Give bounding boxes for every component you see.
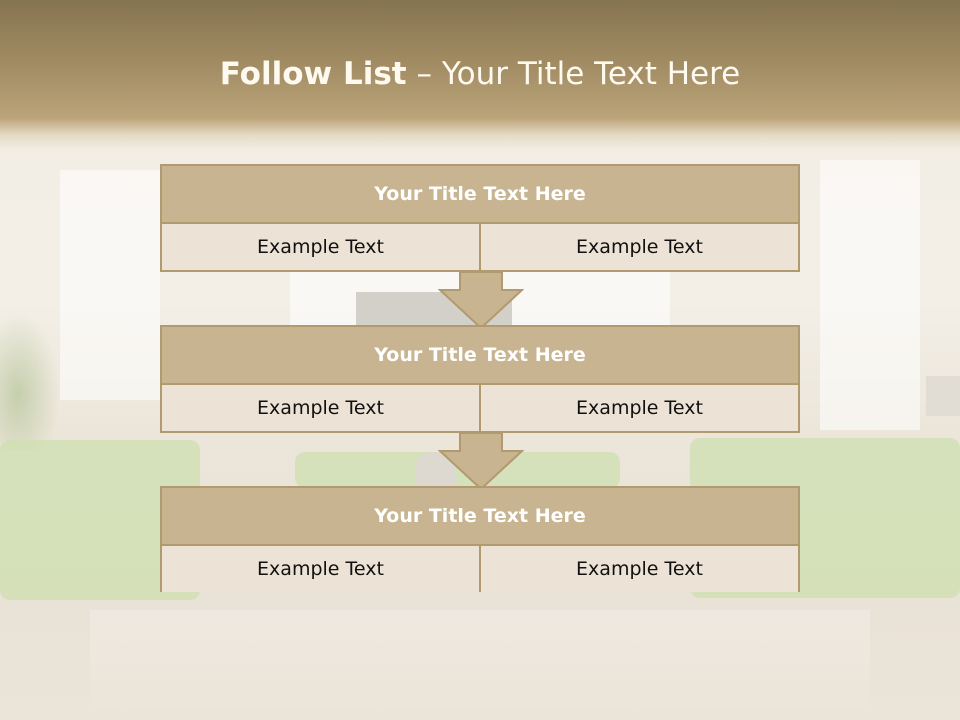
step-cell-right: Example Text xyxy=(479,224,798,270)
step-panel-1: Your Title Text Here Example Text Exampl… xyxy=(160,164,800,272)
step-cell-left: Example Text xyxy=(162,385,479,431)
step-row: Example Text Example Text xyxy=(162,546,798,592)
floor-reflection xyxy=(90,610,870,720)
slide-title: Follow List – Your Title Text Here xyxy=(0,56,960,92)
step-title: Your Title Text Here xyxy=(162,488,798,546)
window-right xyxy=(820,160,920,430)
window-left xyxy=(60,170,160,400)
shelf-shape xyxy=(926,376,960,416)
step-title: Your Title Text Here xyxy=(162,166,798,224)
slide-title-bold: Follow List xyxy=(219,56,407,92)
step-row: Example Text Example Text xyxy=(162,385,798,431)
step-cell-right: Example Text xyxy=(479,385,798,431)
plant-shape xyxy=(0,310,60,450)
step-cell-left: Example Text xyxy=(162,224,479,270)
header-band xyxy=(0,0,960,150)
step-cell-left: Example Text xyxy=(162,546,479,592)
step-panel-3: Your Title Text Here Example Text Exampl… xyxy=(160,486,800,592)
down-arrow-icon xyxy=(438,433,524,491)
step-cell-right: Example Text xyxy=(479,546,798,592)
slide-title-rest: – Your Title Text Here xyxy=(406,56,741,92)
step-panel-2: Your Title Text Here Example Text Exampl… xyxy=(160,325,800,433)
step-title: Your Title Text Here xyxy=(162,327,798,385)
step-row: Example Text Example Text xyxy=(162,224,798,270)
down-arrow-icon xyxy=(438,272,524,330)
